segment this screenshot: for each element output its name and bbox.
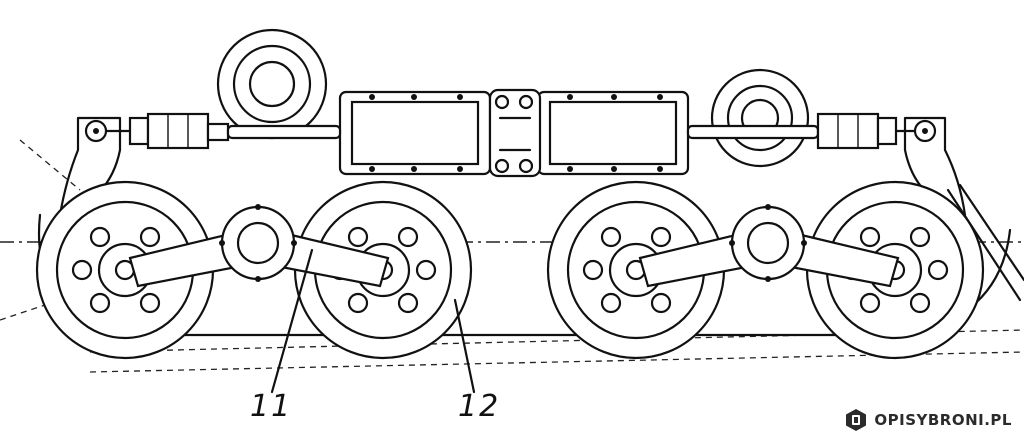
end-brackets — [58, 116, 967, 217]
bogie-pivot-left — [219, 204, 297, 282]
return-roller-right — [710, 68, 810, 168]
gun-badge-icon — [846, 409, 867, 431]
push-rods — [98, 112, 927, 150]
callout-12: 12 — [458, 389, 500, 424]
return-roller-left — [216, 28, 328, 140]
callout-11: 11 — [250, 389, 292, 424]
spring-cylinders — [338, 88, 690, 178]
callout-leaders — [270, 248, 476, 394]
watermark: OPISYBRONI.PL — [844, 408, 1012, 432]
watermark-text: OPISYBRONI.PL — [874, 411, 1012, 429]
bogie-pivot-right — [729, 204, 807, 282]
